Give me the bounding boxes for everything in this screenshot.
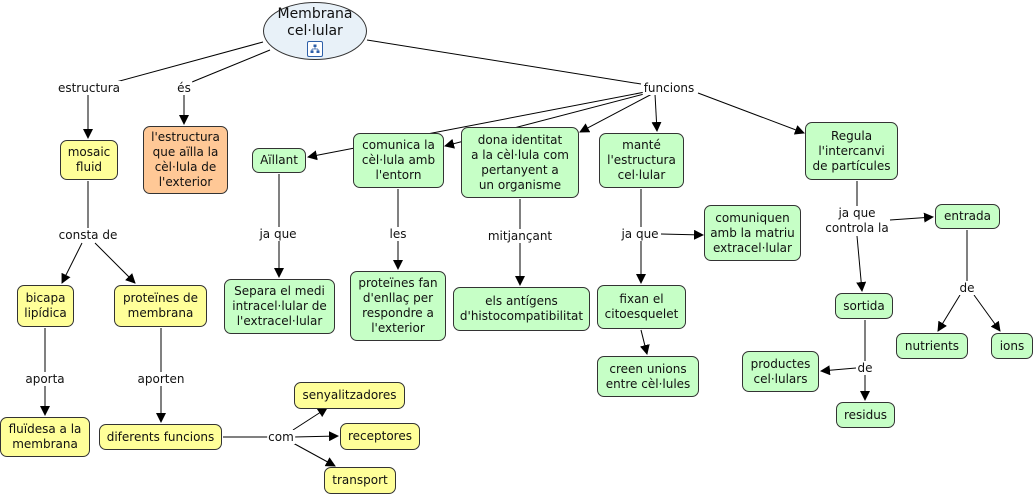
connector-line [697,92,805,135]
link-label-aporten: aporten [136,372,186,386]
connector-line [94,242,136,284]
connector-line [115,41,264,83]
link-label-de-1: de [958,281,976,295]
connector-line [660,229,704,240]
concept-aillant[interactable]: Aïllant [252,148,306,173]
connector-line [292,442,336,467]
link-label-com: com [267,430,295,444]
concept-membrane-fluidity[interactable]: fluïdesa a la membrana [0,417,90,457]
concept-exit[interactable]: sortida [835,293,893,319]
connector-line [191,49,271,83]
connector-line [61,242,83,284]
link-label-ja-que-controla: ja que controla la [824,206,890,236]
link-label-les: les [388,227,408,241]
connector-line [292,407,328,431]
connector-line [366,39,642,85]
concept-signalers[interactable]: senyalitzadores [294,382,405,409]
connector-line [973,294,1001,332]
concept-separates-medium[interactable]: Separa el medi intracel·lular de l'extra… [224,279,335,334]
link-label-consta-de: consta de [57,228,119,242]
concept-linker-proteins[interactable]: proteïnes fan d'enllaç per respondre a l… [350,271,446,341]
concept-ions[interactable]: ions [991,333,1033,359]
connector-line [889,212,934,223]
connector-line [856,235,867,292]
concept-mosaic-fluid[interactable]: mosaic fluid [60,140,118,180]
concept-communicates[interactable]: comunica la cèl·lula amb l'entorn [353,133,444,188]
concept-regulates-exchange[interactable]: Regula l'intercanvi de partícules [805,122,898,180]
link-label-aporta: aporta [24,372,66,386]
concept-cell-unions[interactable]: creen unions entre cèl·lules [597,356,699,397]
concept-bicapa-lipidica[interactable]: bicapa lipídica [17,285,74,327]
concept-receptors[interactable]: receptores [340,423,420,450]
concept-map-icon[interactable] [307,40,323,57]
concept-transport[interactable]: transport [324,467,396,494]
link-label-ja-que-2: ja que [620,227,660,241]
concept-antigens[interactable]: els antígens d'histocompatibilitat [453,287,590,331]
concept-entry[interactable]: entrada [935,204,1000,229]
concept-membrane-proteins[interactable]: proteïnes de membrana [114,285,207,327]
link-label-ja-que-1: ja que [258,227,298,241]
concept-nutrients[interactable]: nutrients [896,333,968,359]
link-label-mitjancant: mitjançant [486,229,554,243]
concept-waste[interactable]: residus [836,402,895,428]
connector-line [293,431,339,442]
link-label-funcions: funcions [642,81,696,95]
concept-extracellular-matrix[interactable]: comuniquen amb la matriu extracel·lular [704,205,801,261]
link-label-es: és [176,81,192,95]
concept-cytoskeleton[interactable]: fixan el citoesquelet [597,285,686,329]
link-label-de-2: de [856,361,874,375]
concept-cell-products[interactable]: productes cel·lulars [742,351,819,392]
root-concept-membrana-cellular[interactable]: Membrana cel·lular [263,2,367,60]
root-label: Membrana cel·lular [277,5,353,39]
connector-line [579,93,653,133]
concept-identity[interactable]: dona identitat a la cèl·lula com pertany… [461,127,579,198]
connector-line [639,329,650,355]
concept-different-functions[interactable]: diferents funcions [99,424,222,450]
connector-line [651,93,662,132]
link-label-estructura: estructura [56,81,122,95]
concept-structure-definition[interactable]: l'estructura que aïlla la cèl·lula de l'… [143,126,228,194]
concept-maintains-structure[interactable]: manté l'estructura cel·lular [599,133,684,188]
connector-line [937,294,961,332]
connector-line [820,365,857,376]
